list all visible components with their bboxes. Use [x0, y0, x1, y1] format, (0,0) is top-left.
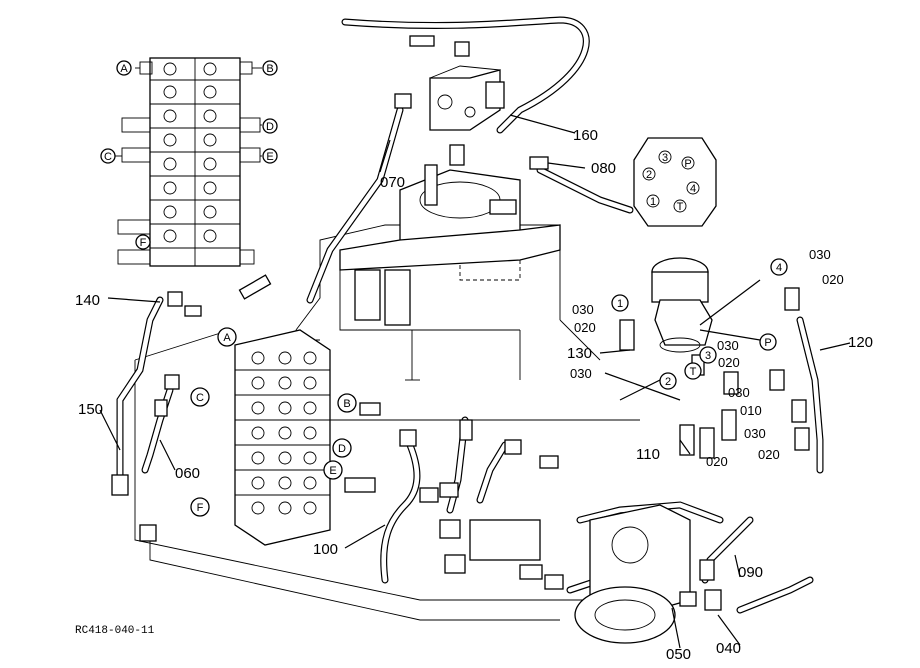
label-010: 010 — [740, 403, 762, 418]
port-callout-3: 3 — [699, 346, 717, 364]
valve-inset: A B C D E F — [100, 57, 278, 267]
leader-lines — [99, 114, 851, 578]
label-020-c: 020 — [718, 355, 740, 370]
label-030-d: 030 — [728, 385, 750, 400]
label-030-c: 030 — [717, 338, 739, 353]
label-110: 110 — [636, 446, 660, 463]
pilot-valve-block — [429, 65, 505, 131]
svg-text:1: 1 — [617, 298, 623, 310]
svg-text:F: F — [197, 502, 204, 514]
label-020-b: 020 — [706, 454, 728, 469]
label-040: 040 — [716, 640, 741, 657]
label-060: 060 — [175, 465, 200, 482]
svg-text:B: B — [266, 63, 273, 75]
svg-text:A: A — [120, 63, 128, 75]
inset-port-b: B — [262, 60, 278, 76]
swivel-port-1: 1 — [646, 194, 660, 208]
label-100: 100 — [313, 541, 338, 558]
inset-port-d: D — [262, 118, 278, 134]
inset-port-e: E — [262, 148, 278, 164]
label-090: 090 — [738, 564, 763, 581]
swivel-port-inset: P T 1 2 3 4 — [633, 137, 717, 227]
swivel-port-t: T — [673, 199, 687, 213]
swivel-joint — [651, 257, 713, 353]
label-020-e: 020 — [822, 272, 844, 287]
svg-text:C: C — [196, 392, 204, 404]
label-020-a: 020 — [574, 320, 596, 335]
swivel-port-p: P — [681, 156, 695, 170]
svg-text:E: E — [266, 151, 273, 163]
label-130: 130 — [567, 345, 592, 362]
label-050: 050 — [666, 646, 691, 663]
svg-text:B: B — [343, 398, 350, 410]
svg-text:2: 2 — [646, 169, 652, 181]
port-callout-c: C — [190, 387, 210, 407]
label-030-b: 030 — [570, 366, 592, 381]
svg-text:T: T — [677, 201, 684, 213]
label-120: 120 — [848, 334, 873, 351]
label-030-a: 030 — [572, 302, 594, 317]
port-callout-2: 2 — [659, 372, 677, 390]
port-callout-a: A — [217, 327, 237, 347]
label-030-e: 030 — [744, 426, 766, 441]
control-box — [339, 164, 561, 326]
port-callout-d: D — [332, 438, 352, 458]
port-callout-p: P — [759, 333, 777, 351]
inset-port-c: C — [100, 148, 116, 164]
svg-text:F: F — [140, 237, 147, 249]
label-140: 140 — [75, 292, 100, 309]
svg-text:D: D — [338, 443, 346, 455]
swivel-port-2: 2 — [642, 167, 656, 181]
label-070: 070 — [380, 174, 405, 191]
inset-port-a: A — [116, 60, 132, 76]
swivel-port-3: 3 — [658, 150, 672, 164]
port-callout-t: T — [684, 362, 702, 380]
svg-text:2: 2 — [665, 376, 671, 388]
svg-text:A: A — [223, 332, 231, 344]
label-160: 160 — [573, 127, 598, 144]
svg-text:D: D — [266, 121, 274, 133]
label-080: 080 — [591, 160, 616, 177]
svg-text:1: 1 — [650, 196, 656, 208]
svg-text:3: 3 — [662, 152, 668, 164]
svg-text:P: P — [684, 158, 691, 170]
svg-text:C: C — [104, 151, 112, 163]
port-callout-f: F — [190, 497, 210, 517]
svg-text:P: P — [764, 337, 771, 349]
svg-text:3: 3 — [705, 350, 711, 362]
svg-text:4: 4 — [690, 183, 696, 195]
inset-port-f: F — [135, 234, 151, 250]
label-150: 150 — [78, 401, 103, 418]
swivel-port-4: 4 — [686, 181, 700, 195]
svg-text:4: 4 — [776, 262, 782, 274]
label-030-f: 030 — [809, 247, 831, 262]
svg-text:T: T — [690, 366, 697, 378]
label-020-d: 020 — [758, 447, 780, 462]
port-callout-4: 4 — [770, 258, 788, 276]
port-callout-e: E — [323, 460, 343, 480]
drawing-reference-code: RC418-040-11 — [75, 625, 155, 637]
control-valve-bank — [234, 329, 331, 546]
port-callout-1: 1 — [611, 294, 629, 312]
svg-text:E: E — [329, 465, 336, 477]
travel-motor — [574, 504, 691, 644]
port-callout-b: B — [337, 393, 357, 413]
